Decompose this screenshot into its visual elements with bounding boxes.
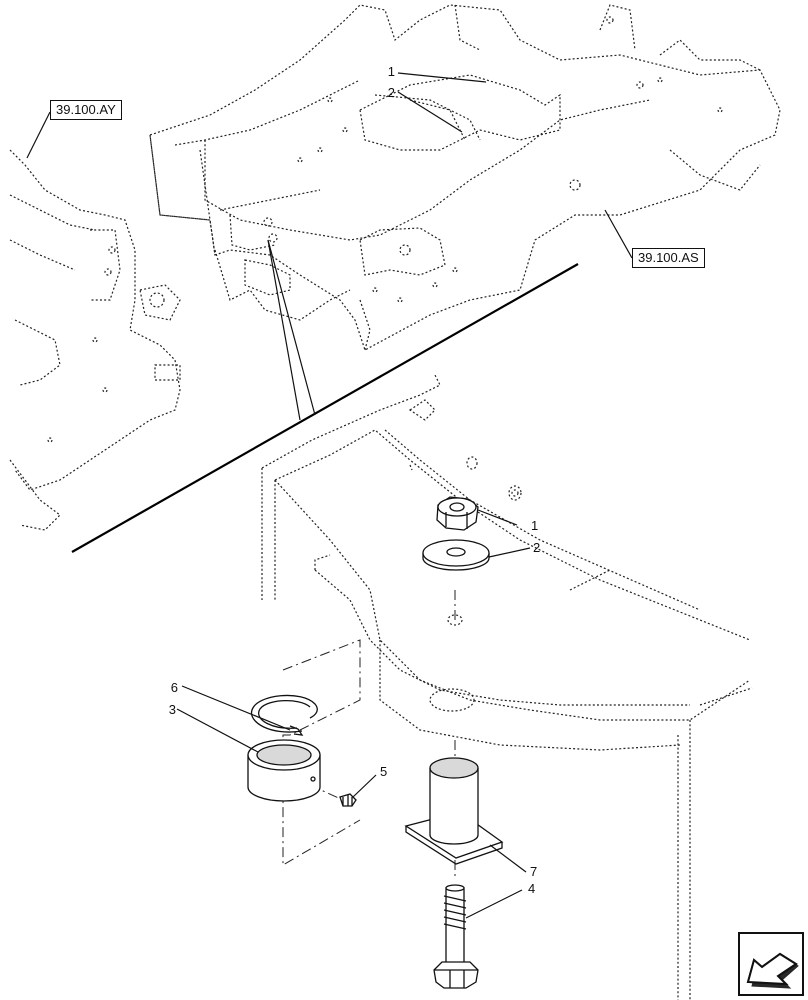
callout-2-top[interactable]: 2 [388, 85, 395, 100]
reference-link-left[interactable]: 39.100.AY [50, 100, 122, 120]
callout-5[interactable]: 5 [380, 764, 387, 779]
main-frame-assembly [149, 4, 781, 351]
callout-4[interactable]: 4 [528, 881, 535, 896]
callout-6[interactable]: 6 [171, 680, 178, 695]
part-1-nut[interactable] [436, 496, 479, 531]
callout-leaders [176, 72, 531, 919]
callout-1[interactable]: 1 [531, 518, 538, 533]
part-7-pivot-pin[interactable] [404, 757, 504, 865]
callout-3[interactable]: 3 [169, 702, 176, 717]
part-6-snap-ring[interactable] [250, 694, 318, 736]
callout-7[interactable]: 7 [530, 864, 537, 879]
ref-left-leader [26, 111, 51, 159]
mount-hole [447, 614, 463, 626]
arrow-glyph [746, 952, 799, 989]
part-3-bushing[interactable] [247, 739, 321, 802]
part-4-bolt[interactable] [433, 884, 479, 989]
next-page-arrow-icon[interactable] [738, 932, 804, 996]
ref-right-leader [604, 209, 633, 259]
part-5-grease-fitting[interactable] [339, 793, 357, 807]
callout-2[interactable]: 2 [533, 540, 540, 555]
view-separator [71, 239, 579, 553]
reference-link-right[interactable]: 39.100.AS [632, 248, 705, 268]
part-2-washer[interactable] [422, 539, 490, 571]
callout-1-top[interactable]: 1 [388, 64, 395, 79]
left-side-assembly [9, 149, 181, 531]
detail-frame [261, 374, 753, 1000]
callout-labels: 1 2 1 2 6 3 5 7 4 [169, 64, 540, 896]
